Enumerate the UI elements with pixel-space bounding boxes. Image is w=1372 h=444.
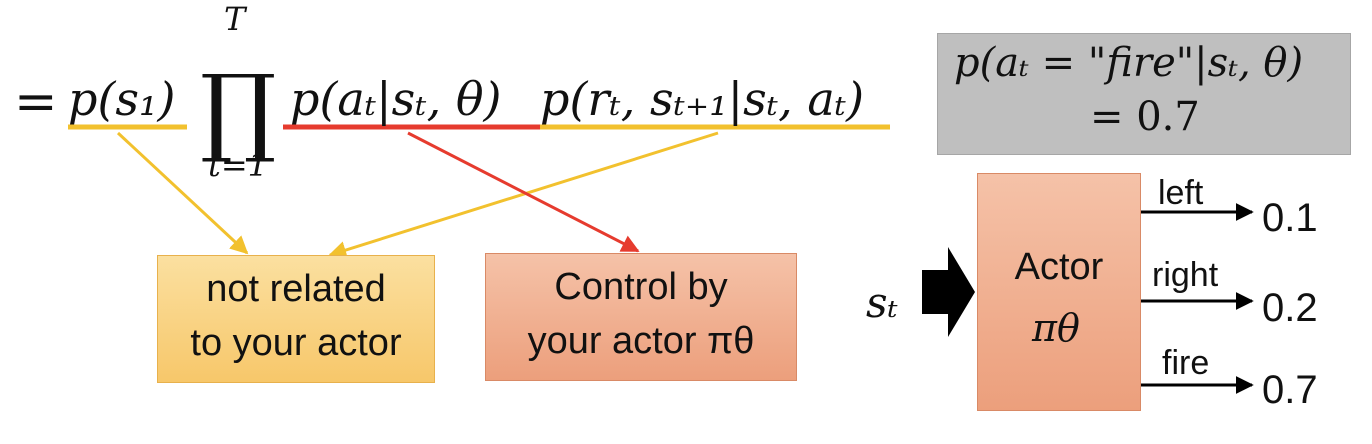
policy-term: p(aₜ|sₜ, θ) (290, 72, 502, 126)
control-line2: your actor πθ (527, 320, 755, 362)
probability-box (937, 33, 1351, 155)
actor-label: Actor (1014, 246, 1104, 288)
actor-symbol: πθ (1032, 306, 1080, 350)
arrow-policy-to-control (407, 131, 640, 253)
product-lower-limit: t=1 (208, 146, 269, 184)
not-related-text: not related to your actor (157, 262, 435, 370)
output-prob-right: 0.2 (1262, 286, 1318, 330)
output-label-right: right (1152, 256, 1219, 294)
product-upper-limit: T (224, 0, 246, 38)
arrow-initial-to-not-related (116, 131, 249, 255)
initial-state-term: p(s₁) (68, 72, 176, 126)
not-related-line2: to your actor (190, 322, 402, 364)
not-related-line1: not related (206, 268, 386, 310)
output-prob-left: 0.1 (1262, 196, 1318, 240)
not-related-box (157, 255, 435, 383)
control-line1: Control by (554, 266, 728, 308)
state-input-arrow (922, 247, 975, 337)
equals-sign: = (14, 72, 58, 132)
output-label-fire: fire (1162, 344, 1210, 382)
actor-box (977, 173, 1141, 411)
environment-term: p(rₜ, sₜ₊₁|sₜ, aₜ) (540, 72, 865, 126)
probability-expression: p(aₜ = "fire"|sₜ, θ) (954, 40, 1304, 86)
probability-value: = 0.7 (1090, 94, 1200, 140)
product-symbol: ∏ (200, 54, 277, 166)
state-input-label: sₜ (866, 278, 898, 327)
output-prob-fire: 0.7 (1262, 368, 1318, 412)
control-text: Control by your actor πθ (485, 260, 797, 368)
output-label-left: left (1158, 174, 1204, 212)
control-box (485, 253, 797, 381)
